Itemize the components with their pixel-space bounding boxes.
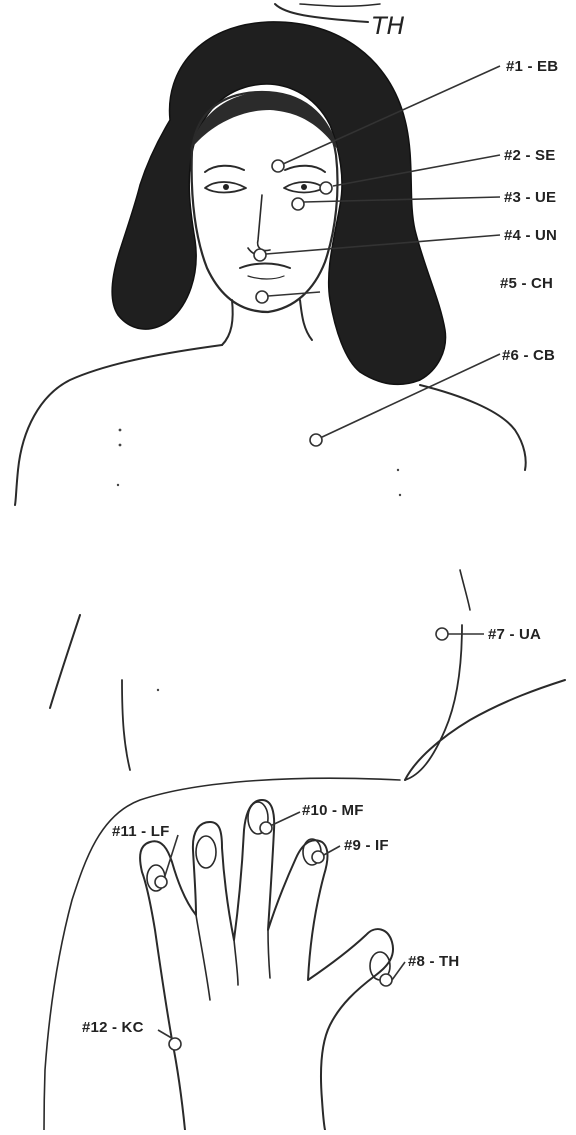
finger-gap-2 [234,940,238,985]
left-torso-stroke [122,680,130,770]
point-label-2: #2 - SE [504,147,555,164]
right-shoulder [420,385,526,470]
point-label-7: #7 - UA [488,626,541,643]
point-marker-10 [260,822,272,834]
leader-line-9 [322,846,340,856]
point-label-10: #10 - MF [302,802,364,819]
point-label-11: #11 - LF [112,823,169,840]
mouth [240,264,290,269]
point-marker-3 [292,198,304,210]
right-eyebrow [285,166,325,172]
sketch-dot [157,689,159,691]
point-marker-11 [155,876,167,888]
point-marker-7 [436,628,448,640]
left-arm-stroke [50,615,80,708]
point-label-5: #5 - CH [500,275,553,292]
nose [258,195,270,251]
left-eyebrow [205,166,244,172]
leader-line-8 [392,962,405,980]
point-marker-5 [256,291,268,303]
point-marker-9 [312,851,324,863]
point-label-6: #6 - CB [502,347,555,364]
top-label: TH [372,12,405,40]
arm-upper-contour [405,680,565,780]
left-shoulder [15,345,222,505]
point-label-8: #8 - TH [408,953,459,970]
sketch-dot [119,429,122,432]
left-pupil [223,184,229,190]
point-label-12: #12 - KC [82,1019,144,1036]
leader-lines [158,66,500,1040]
top-partial-stroke [300,4,380,6]
fingernail-ring [196,836,216,868]
point-label-4: #4 - UN [504,227,557,244]
point-marker-4 [254,249,266,261]
finger-gap-3 [268,930,270,978]
sketch-dot [397,469,399,471]
point-marker-12 [169,1038,181,1050]
sketch-dot [119,444,122,447]
sketch-dot [399,494,401,496]
point-label-1: #1 - EB [506,58,558,75]
point-label-3: #3 - UE [504,189,556,206]
leader-line-5 [268,292,320,296]
finger-gap-1 [196,915,210,1000]
neck-left [222,300,233,345]
arm-lower-contour [44,778,400,1130]
underarm-stroke [460,570,470,610]
point-marker-1 [272,160,284,172]
right-pupil [301,184,307,190]
point-label-9: #9 - IF [344,837,389,854]
point-marker-6 [310,434,322,446]
hair [112,22,445,384]
neck-right [300,300,312,340]
lower-lip [248,276,284,279]
point-marker-8 [380,974,392,986]
point-marker-2 [320,182,332,194]
right-torso-stroke [405,625,462,780]
sketch-dot [117,484,119,486]
